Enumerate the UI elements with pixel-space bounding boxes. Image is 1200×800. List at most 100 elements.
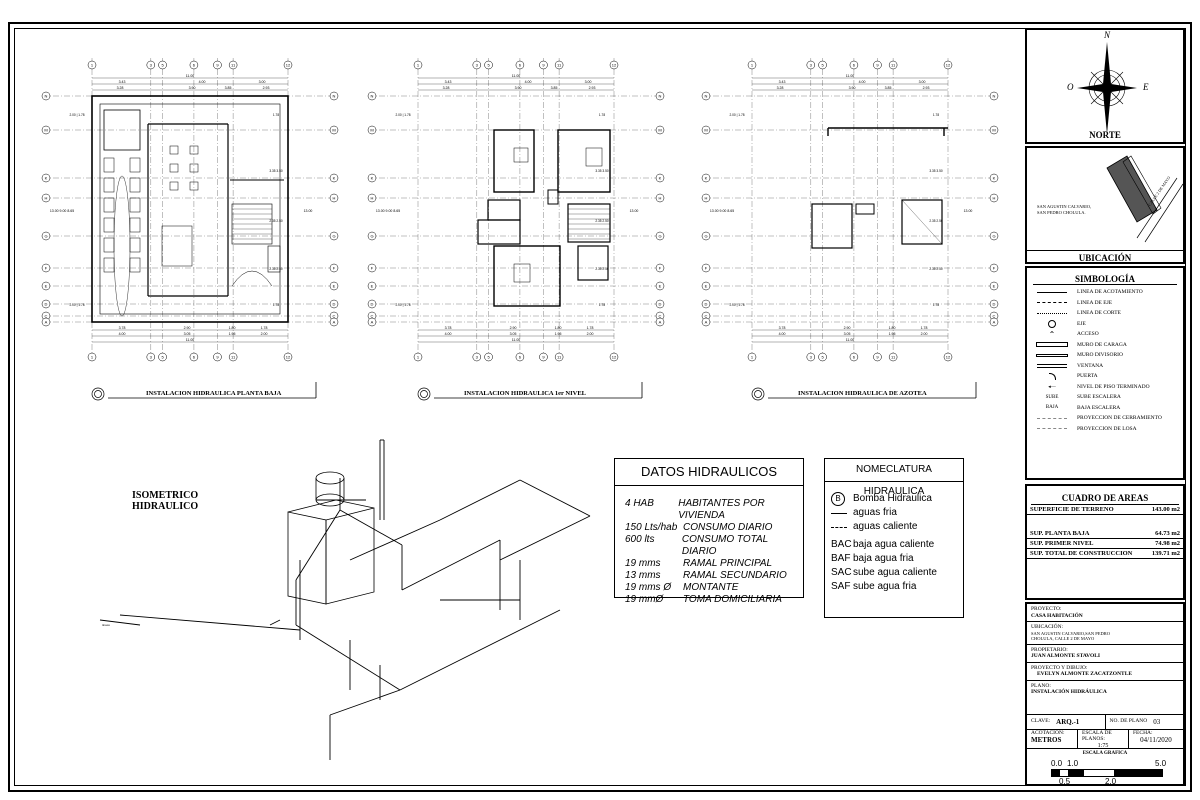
axis-label: G <box>658 234 661 239</box>
axis-bubble-icon <box>655 263 665 273</box>
axis-label: G <box>704 234 707 239</box>
car-marker <box>103 217 115 233</box>
axis-label: 9 <box>876 355 879 360</box>
axis-label: F <box>333 266 336 271</box>
axis-bubble-icon <box>283 60 293 70</box>
dim-text: 3.78 <box>779 326 786 330</box>
title-circle-icon <box>91 387 105 401</box>
axis-bubble-icon <box>655 299 665 309</box>
axis-label: 3 <box>476 355 479 360</box>
dim-text: 1.78 <box>587 326 594 330</box>
dim-text: 3.43 <box>119 80 126 84</box>
dim-text: 11.00 <box>512 338 521 342</box>
simbologia-symbol-icon <box>1027 319 1077 328</box>
axis-label: H <box>659 196 662 201</box>
cistern <box>103 109 141 151</box>
dim-text: 1.80 <box>889 326 896 330</box>
escala-label: ESCALA DE PLANOS: <box>1082 729 1112 743</box>
dim-text: 3.28 <box>443 86 450 90</box>
axis-label: K <box>705 176 708 181</box>
chair <box>169 181 179 191</box>
location-map-icon <box>1106 155 1183 243</box>
dim-text: 1.95 <box>555 332 562 336</box>
bed <box>585 147 603 167</box>
pipe-note: tinaco <box>102 623 110 627</box>
roof-block <box>901 199 943 245</box>
axis-bubble-icon <box>329 231 339 241</box>
axis-label: G <box>44 234 47 239</box>
dim-text: 3.05 <box>184 332 191 336</box>
simbologia-row: PUERTA <box>1027 371 1183 382</box>
axis-bubble-icon <box>41 173 51 183</box>
pipe-segment <box>119 614 301 631</box>
axis-bubble-icon <box>329 281 339 291</box>
propietario-value: JUAN ALMONTE STAVOLI <box>1031 653 1101 659</box>
axis-bubble-icon <box>41 299 51 309</box>
proyecto-value: CASA HABITACIÓN <box>1031 612 1083 619</box>
dim-text: 2.35 2.50 <box>929 267 943 271</box>
axis-bubble-icon <box>41 263 51 273</box>
dim-text: 11.00 <box>186 74 195 78</box>
dim-text: 2.35 2.50 <box>595 219 609 223</box>
axis-bubble-icon <box>655 193 665 203</box>
axis-label: A <box>705 320 708 325</box>
axis-bubble-icon <box>413 352 423 362</box>
dim-text: 3.43 <box>445 80 452 84</box>
axis-bubble-icon <box>87 352 97 362</box>
compass-e: E <box>1143 82 1149 92</box>
title-circle-icon <box>754 390 762 398</box>
axis-label: 12 <box>946 63 951 68</box>
nom-code-desc: sube agua fria <box>853 581 917 592</box>
simbologia-symbol-icon <box>1027 353 1077 357</box>
axis-label: 11 <box>231 355 236 360</box>
dim-text: 13.00 9.00 8.65 <box>376 209 400 213</box>
axis-label: 1 <box>751 355 754 360</box>
simbologia-label: PROYECCION DE LOSA <box>1077 425 1137 432</box>
axis-label: A <box>333 320 336 325</box>
axis-bubble-icon <box>329 125 339 135</box>
axis-label: 12 <box>946 355 951 360</box>
proyecto-ubicacion-label: UBICACIÓN: <box>1031 624 1064 630</box>
dim-text: 2.00 | 1.78 <box>395 113 410 117</box>
axis-label: D <box>333 302 336 307</box>
cuadro-areas-title: CUADRO DE AREAS <box>1031 492 1179 505</box>
axis-bubble-icon <box>515 60 525 70</box>
simbologia-symbol-icon <box>1027 291 1077 293</box>
axis-label: G <box>332 234 335 239</box>
axis-bubble-icon <box>888 60 898 70</box>
axis-bubble-icon <box>989 91 999 101</box>
dim-text: 3.35 3.50 <box>929 169 943 173</box>
axis-label: C <box>659 314 662 319</box>
area-value: 143.00 m2 <box>1151 506 1180 513</box>
datos-qty: 150 Lts/hab <box>625 522 678 533</box>
axis-label: N <box>45 94 48 99</box>
cistern-volume <box>287 511 327 605</box>
line-row-caliente: aguas caliente <box>825 520 963 534</box>
axis-label: E <box>705 284 708 289</box>
pipe-segment <box>399 609 561 691</box>
axis-bubble-icon <box>539 60 548 70</box>
hall-wall <box>477 219 521 245</box>
axis-label: K <box>371 176 374 181</box>
compass-n: N <box>1104 30 1111 40</box>
datos-qty: 19 mmØ <box>625 594 664 605</box>
axis-label: C <box>333 314 336 319</box>
dim-text: 1.95 <box>229 332 236 336</box>
axis-bubble-icon <box>367 173 377 183</box>
simbologia-title: SIMBOLOGÍA <box>1033 274 1177 285</box>
dim-text: 3.85 <box>551 86 558 90</box>
axis-label: 6 <box>853 63 856 68</box>
axis-bubble-icon <box>539 352 548 362</box>
axis-bubble-icon <box>989 299 999 309</box>
dim-text: 2.90 <box>510 326 517 330</box>
axis-label: 6 <box>519 63 522 68</box>
chair <box>189 163 199 173</box>
axis-bubble-icon <box>701 317 711 327</box>
title-circle-icon <box>751 387 765 401</box>
area-label: SUP. PLANTA BAJA <box>1030 530 1090 537</box>
axis-bubble-icon <box>609 352 619 362</box>
